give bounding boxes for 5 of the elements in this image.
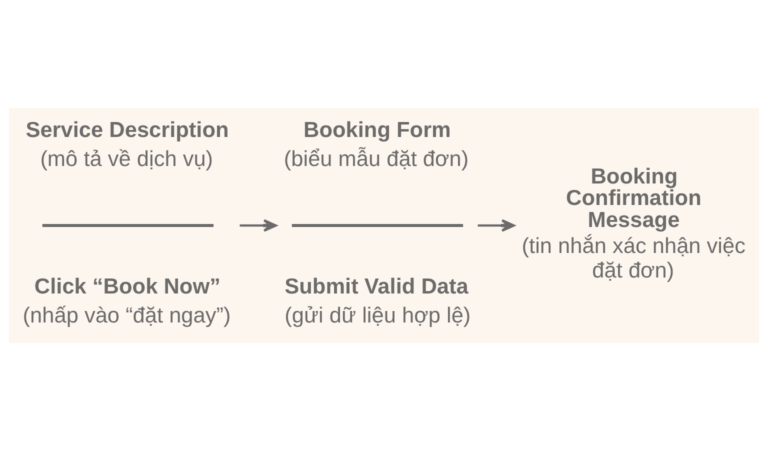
arrow (478, 218, 515, 232)
node-text: Booking Form (biểu mẫu đặt đơn) Submit Valid Data (gửi dữ liệu hợp lệ) (284, 116, 471, 328)
arrow (240, 218, 277, 232)
node-text: Service Description (mô tả về dịch vụ) Click “Book Now” (nhấp vào “đặt ngay”) (22, 116, 231, 328)
node-text: Booking Confirmation Message (tin nhắn xác nhận việc đặt đơn) (522, 162, 746, 282)
